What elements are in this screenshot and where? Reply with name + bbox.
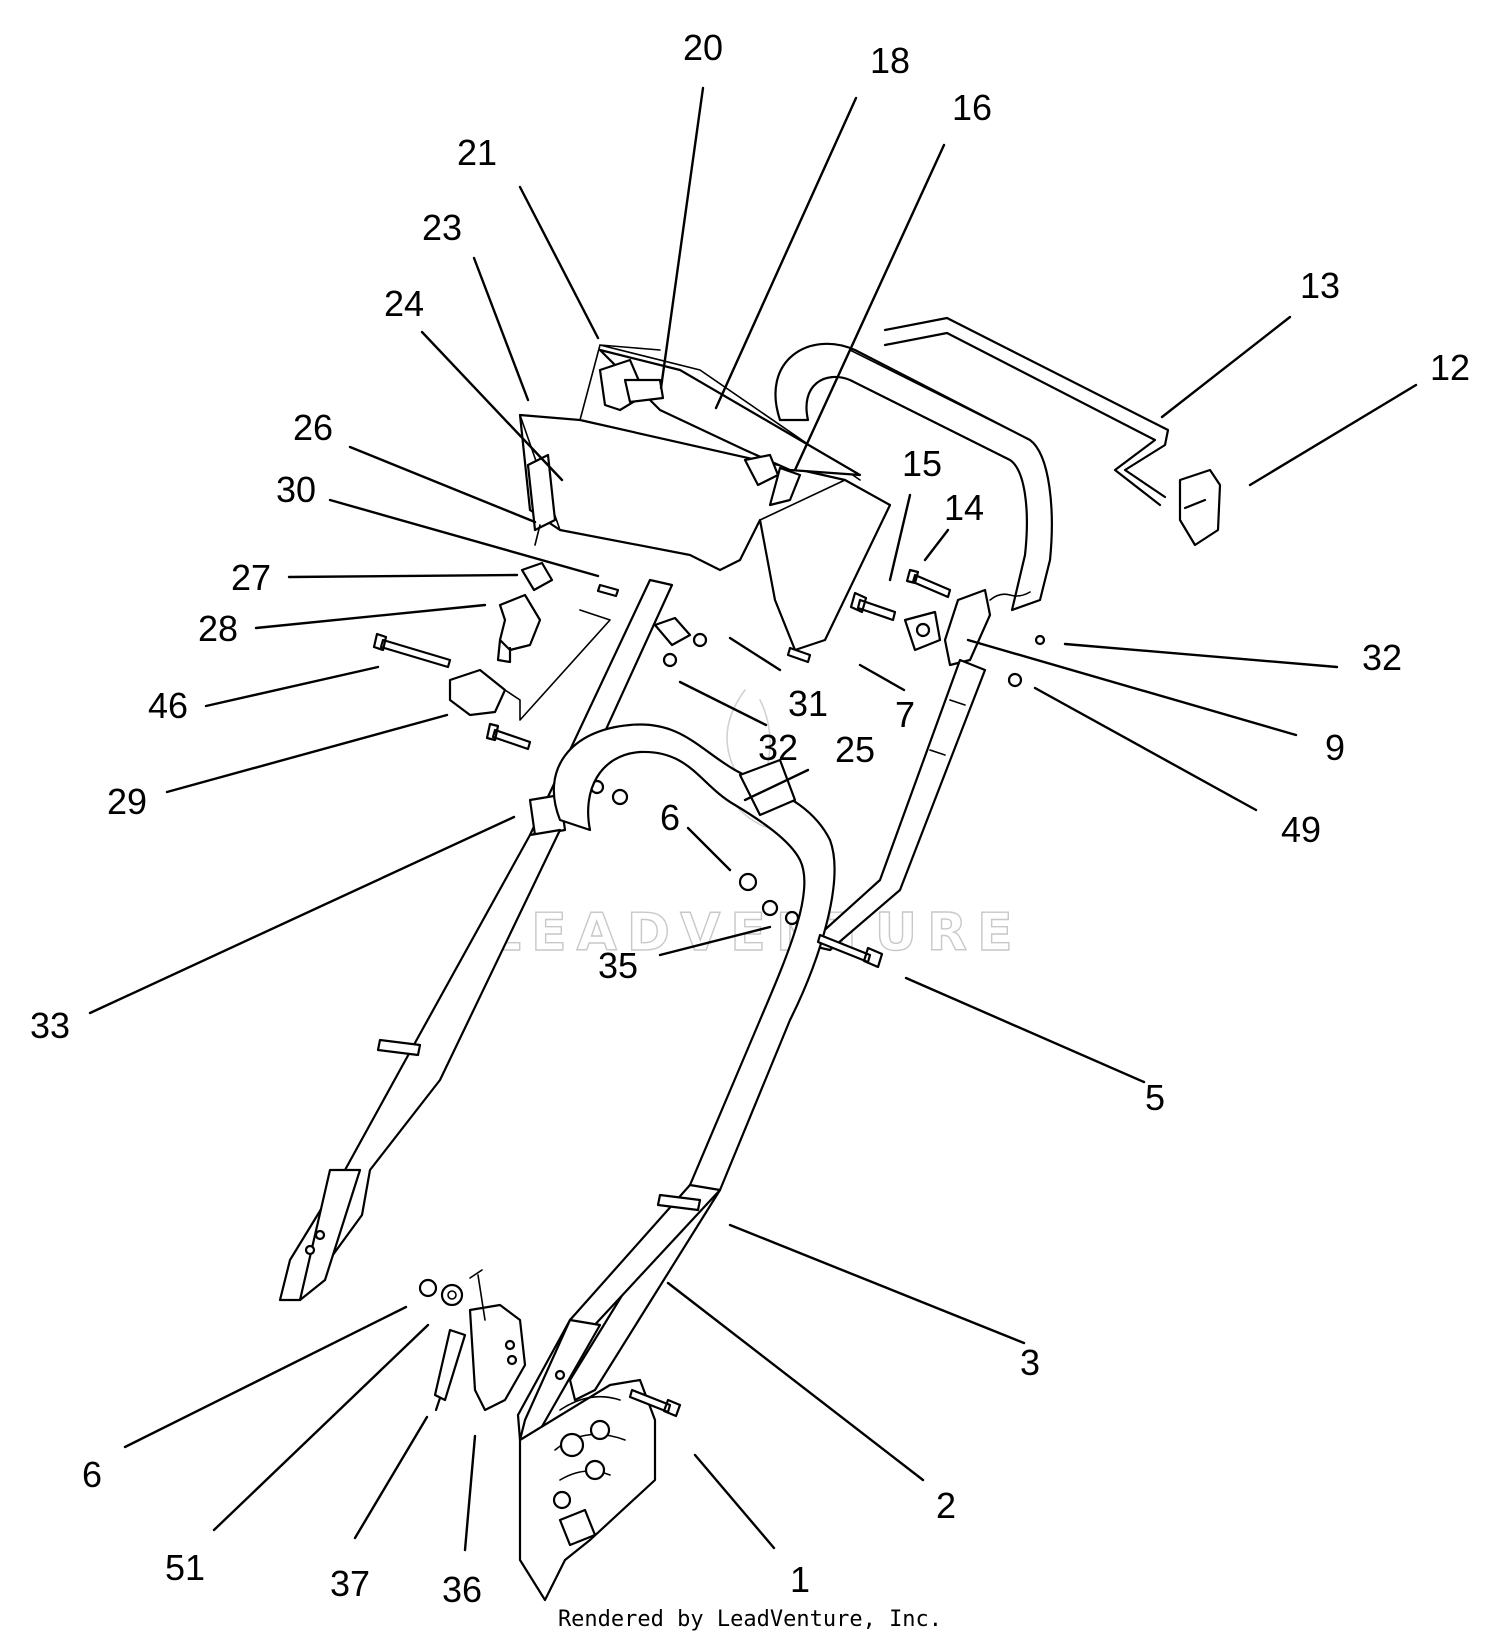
callout-36: 36 (442, 1569, 482, 1610)
grip-29 (448, 668, 507, 717)
callout-51: 51 (165, 1547, 205, 1588)
callout-33: 33 (30, 1005, 70, 1046)
callout-46: 46 (148, 685, 188, 726)
callout-15: 15 (902, 443, 942, 484)
lower-handle (552, 723, 836, 1402)
bolt-46 (372, 632, 452, 669)
nut-6 (738, 872, 758, 892)
washer-51 (440, 1283, 464, 1307)
callout-30: 30 (276, 469, 316, 510)
nut-6-lower (418, 1278, 438, 1298)
callout-13: 13 (1300, 265, 1340, 306)
callout-2: 2 (936, 1485, 956, 1526)
leader-lines (88, 86, 1418, 1552)
switch-27 (520, 561, 554, 592)
callout-49: 49 (1281, 809, 1321, 850)
callout-21: 21 (457, 132, 497, 173)
panel-top (598, 348, 862, 477)
callouts: 20 18 16 21 23 24 13 12 26 30 15 14 27 2… (30, 27, 1470, 1610)
screw-30 (596, 583, 620, 598)
wheel-bracket (518, 1378, 657, 1602)
callout-32-right: 32 (1362, 637, 1402, 678)
watermark-text: LEADVENTURE (488, 903, 1023, 963)
callout-6-mid: 6 (660, 797, 680, 838)
spring-37 (433, 1328, 467, 1412)
callout-18: 18 (870, 40, 910, 81)
callout-5: 5 (1145, 1077, 1165, 1118)
callout-24: 24 (384, 283, 424, 324)
bolt-14 (905, 568, 952, 599)
callout-23: 23 (422, 207, 462, 248)
callout-28: 28 (198, 608, 238, 649)
bail-bracket (1178, 468, 1222, 547)
callout-27: 27 (231, 557, 271, 598)
key-28 (496, 593, 542, 664)
control-panel (518, 413, 892, 652)
footer-credit: Rendered by LeadVenture, Inc. (558, 1607, 942, 1632)
callout-1: 1 (790, 1559, 810, 1600)
bolt-15 (849, 591, 897, 622)
callout-26: 26 (293, 407, 333, 448)
callout-16: 16 (952, 87, 992, 128)
bolt-5 (816, 933, 884, 969)
callout-37: 37 (330, 1563, 370, 1604)
callout-31: 31 (788, 683, 828, 724)
callout-3: 3 (1020, 1342, 1040, 1383)
control-bail (883, 316, 1170, 507)
right-handle-tube (806, 658, 987, 952)
bracket-36 (468, 1303, 527, 1412)
callout-35: 35 (598, 945, 638, 986)
callout-12: 12 (1430, 347, 1470, 388)
callout-6-lower: 6 (82, 1454, 102, 1495)
callout-9: 9 (1325, 727, 1345, 768)
callout-7: 7 (895, 694, 915, 735)
callout-25: 25 (835, 729, 875, 770)
callout-32-center: 32 (758, 727, 798, 768)
callout-20: 20 (683, 27, 723, 68)
callout-14: 14 (944, 487, 984, 528)
washer-35 (761, 899, 779, 917)
callout-29: 29 (107, 781, 147, 822)
handle-bracket (943, 588, 992, 667)
